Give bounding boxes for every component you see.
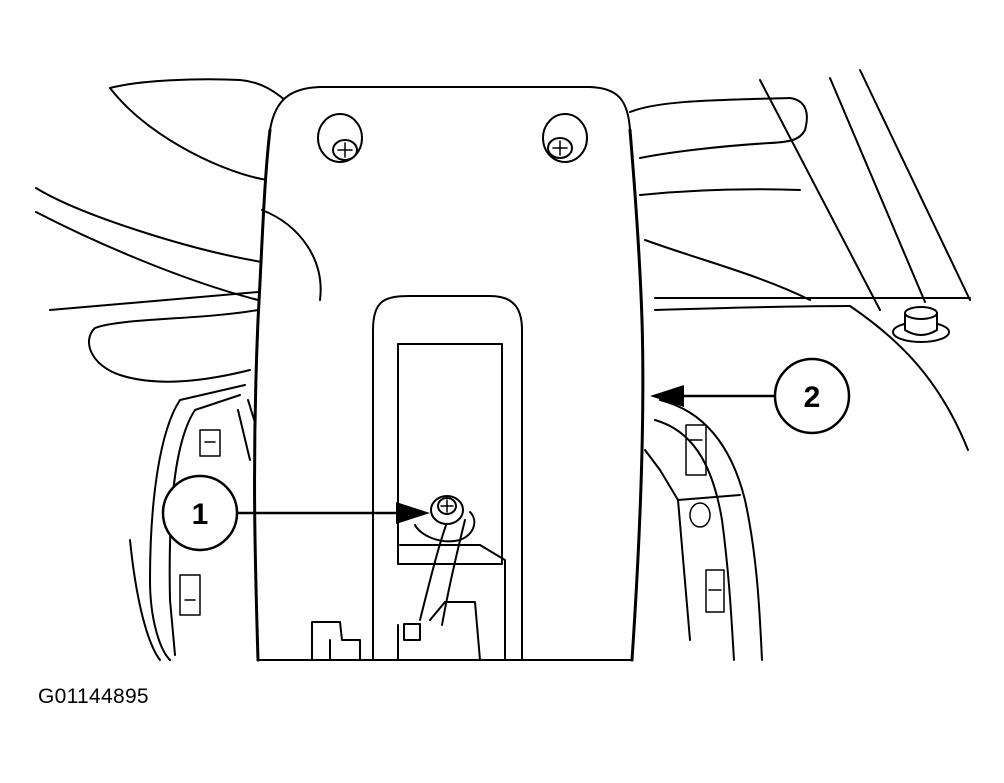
callout-2: 2	[650, 357, 851, 435]
center-channel	[311, 295, 523, 661]
callout-2-number: 2	[804, 381, 821, 414]
grommet-icon	[892, 306, 950, 343]
upper-screw-left-icon	[317, 113, 363, 163]
callout-2-arrowhead	[650, 385, 684, 407]
upper-screw-right-icon	[542, 113, 588, 163]
callout-2-circle	[773, 357, 851, 435]
trim-panel	[253, 86, 645, 662]
figure-id-label: G01144895	[38, 685, 149, 708]
right-bracket	[644, 399, 763, 661]
background-linework	[35, 69, 971, 451]
callout-1: 1	[161, 474, 430, 552]
callout-1-circle	[161, 474, 239, 552]
callout-1-arrowhead	[396, 502, 430, 524]
left-bracket	[129, 384, 266, 661]
retaining-screw-icon	[414, 495, 476, 543]
callout-1-number: 1	[192, 498, 209, 531]
